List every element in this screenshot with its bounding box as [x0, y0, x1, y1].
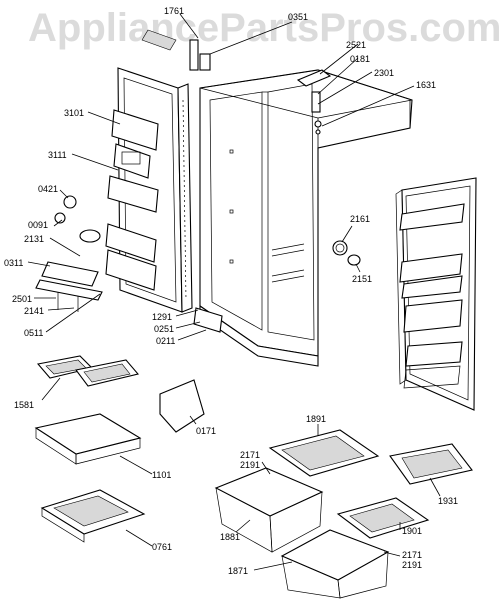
label-1901: 1901: [402, 526, 422, 536]
label-2171-a: 2171: [240, 450, 260, 460]
label-1891: 1891: [306, 414, 326, 424]
label-2301: 2301: [374, 68, 394, 78]
label-2141: 2141: [24, 306, 44, 316]
crisper-drawers: [214, 429, 473, 599]
label-1101: 1101: [152, 470, 171, 480]
label-1881: 1881: [220, 532, 240, 542]
label-3101: 3101: [64, 108, 84, 118]
label-1291: 1291: [152, 312, 172, 322]
label-0171: 0171: [196, 426, 216, 436]
part-labels: 1761 0351 2521 0181 2301 1631 3101 3111 …: [4, 6, 458, 576]
label-0181: 0181: [350, 54, 370, 64]
label-3111: 3111: [48, 150, 67, 160]
left-small-parts: [35, 195, 103, 312]
label-2151: 2151: [352, 274, 372, 284]
label-2501: 2501: [12, 294, 32, 304]
center-small-parts: [159, 240, 361, 433]
label-0511: 0511: [24, 328, 43, 338]
label-2521: 2521: [346, 40, 366, 50]
label-1931: 1931: [438, 496, 458, 506]
label-2191-b: 2191: [402, 560, 422, 570]
fridge-door: [395, 177, 477, 411]
freezer-shelves: [34, 355, 146, 543]
label-1581: 1581: [14, 400, 34, 410]
top-hinge-parts: [141, 29, 332, 135]
label-0421: 0421: [38, 184, 58, 194]
leader-lines: [27, 13, 441, 571]
label-1761: 1761: [164, 6, 184, 16]
label-2191-a: 2191: [240, 460, 260, 470]
label-0211: 0211: [156, 336, 175, 346]
label-1631: 1631: [416, 80, 436, 90]
label-0251: 0251: [154, 324, 174, 334]
label-0091: 0091: [28, 220, 48, 230]
cabinet: [193, 69, 413, 367]
watermark-text: AppliancePartsPros.com: [28, 6, 499, 50]
label-1871: 1871: [228, 566, 248, 576]
label-0351: 0351: [288, 12, 308, 22]
label-2171-b: 2171: [402, 550, 422, 560]
freezer-door: [105, 67, 193, 313]
label-0311: 0311: [4, 258, 23, 268]
label-2161: 2161: [350, 214, 370, 224]
label-2131: 2131: [24, 234, 44, 244]
label-0761: 0761: [152, 542, 172, 552]
